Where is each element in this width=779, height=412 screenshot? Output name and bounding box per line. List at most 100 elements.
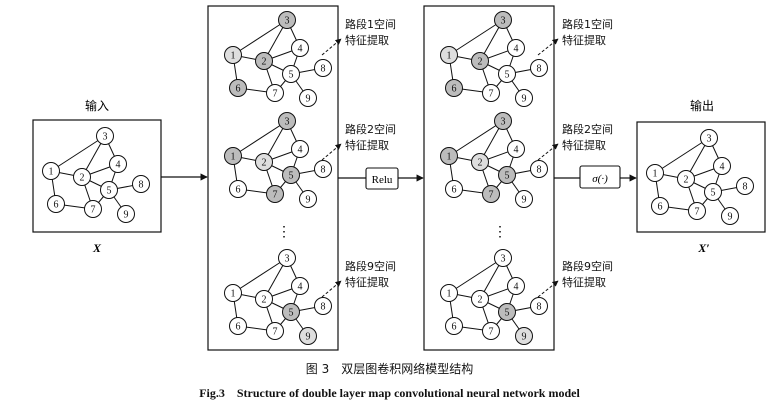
graph-node-3 [278, 249, 296, 267]
graph-node-9 [299, 89, 317, 107]
graph-node-5 [282, 303, 300, 321]
graph-node-2 [677, 170, 695, 188]
graph-node-8 [314, 160, 332, 178]
input-label: 输入 [85, 98, 109, 113]
graph-node-label: 7 [91, 205, 96, 216]
graph-node-label: 1 [653, 169, 658, 180]
graph-node-label: 6 [452, 322, 457, 333]
graph-node-label: 2 [262, 57, 267, 68]
output-label: 输出 [690, 98, 714, 113]
graph-node-label: 5 [711, 188, 716, 199]
graph-node-label: 3 [501, 117, 506, 128]
graph-node-4 [507, 39, 525, 57]
graph-node-label: 7 [273, 190, 278, 201]
graph-node-label: 4 [514, 282, 519, 293]
graph-node-1 [224, 46, 242, 64]
graph-node-label: 5 [505, 171, 510, 182]
graph-node-2 [471, 290, 489, 308]
layer1-ellipsis: ⋮ [277, 224, 291, 240]
graph-node-7 [266, 322, 284, 340]
graph-node-label: 2 [478, 57, 483, 68]
graph-node-label: 1 [447, 152, 452, 163]
graph-node-label: 3 [501, 16, 506, 27]
graph-node-label: 2 [262, 295, 267, 306]
graph-node-5 [498, 166, 516, 184]
graph-node-label: 7 [273, 89, 278, 100]
graph-node-label: 6 [236, 185, 241, 196]
graph-node-3 [494, 112, 512, 130]
graph-node-1 [440, 147, 458, 165]
graph-node-label: 8 [743, 182, 748, 193]
graph-node-1 [42, 162, 60, 180]
graph-node-6 [229, 180, 247, 198]
graph-node-label: 9 [728, 212, 733, 223]
graph-node-label: 5 [289, 308, 294, 319]
graph-node-label: 8 [321, 302, 326, 313]
sigma-box [579, 165, 621, 189]
graph-node-3 [494, 11, 512, 29]
graph-node-2 [255, 153, 273, 171]
graph-node-3 [700, 129, 718, 147]
graph-node-label: 6 [54, 200, 59, 211]
graph-node-6 [445, 79, 463, 97]
graph-node-1 [440, 46, 458, 64]
graph-node-label: 9 [124, 210, 129, 221]
output-matrix-label: X′ [697, 241, 709, 255]
graph-node-label: 9 [306, 332, 311, 343]
graph-node-6 [47, 195, 65, 213]
caption-english: Fig.3 Structure of double layer map conv… [199, 386, 580, 400]
graph-node-9 [117, 205, 135, 223]
graph-node-5 [704, 183, 722, 201]
graph-node-4 [507, 140, 525, 158]
path-label-line: 特征提取 [562, 138, 606, 152]
graph-node-6 [651, 197, 669, 215]
input-graph-box [32, 119, 162, 233]
graph-edge [232, 120, 288, 157]
graph-node-label: 5 [289, 171, 294, 182]
graph-node-label: 5 [107, 186, 112, 197]
graph-node-label: 2 [478, 158, 483, 169]
sigma-label: σ(·) [592, 173, 608, 185]
path-label-line: 路段2空间 [562, 122, 613, 136]
graph-node-label: 1 [231, 289, 236, 300]
graph-node-label: 4 [298, 282, 303, 293]
path-label-line: 路段1空间 [562, 17, 613, 31]
graph-edge [232, 257, 288, 294]
graph-node-label: 8 [537, 64, 542, 75]
graph-node-8 [314, 297, 332, 315]
graph-edge [50, 135, 106, 172]
graph-node-label: 6 [236, 322, 241, 333]
path-label-line: 路段2空间 [345, 122, 396, 136]
graph-node-5 [498, 303, 516, 321]
graph-node-label: 3 [103, 132, 108, 143]
graph-node-7 [482, 84, 500, 102]
graph-node-4 [109, 155, 127, 173]
graph-node-9 [515, 89, 533, 107]
graph-node-9 [721, 207, 739, 225]
graph-node-4 [291, 277, 309, 295]
graph-node-label: 3 [501, 254, 506, 265]
path-label-line: 路段9空间 [345, 259, 396, 273]
graph-node-7 [482, 322, 500, 340]
path-label-line: 路段9空间 [562, 259, 613, 273]
graph-node-label: 4 [116, 160, 121, 171]
graph-node-label: 8 [537, 302, 542, 313]
graph-node-6 [445, 317, 463, 335]
graph-node-label: 6 [236, 84, 241, 95]
graph-node-8 [530, 59, 548, 77]
graph-node-8 [736, 177, 754, 195]
path-label-line: 路段1空间 [345, 17, 396, 31]
graph-node-label: 4 [514, 145, 519, 156]
graph-node-6 [229, 79, 247, 97]
graph-node-7 [266, 84, 284, 102]
graph-node-label: 6 [452, 185, 457, 196]
graph-node-4 [507, 277, 525, 295]
graph-node-7 [482, 185, 500, 203]
